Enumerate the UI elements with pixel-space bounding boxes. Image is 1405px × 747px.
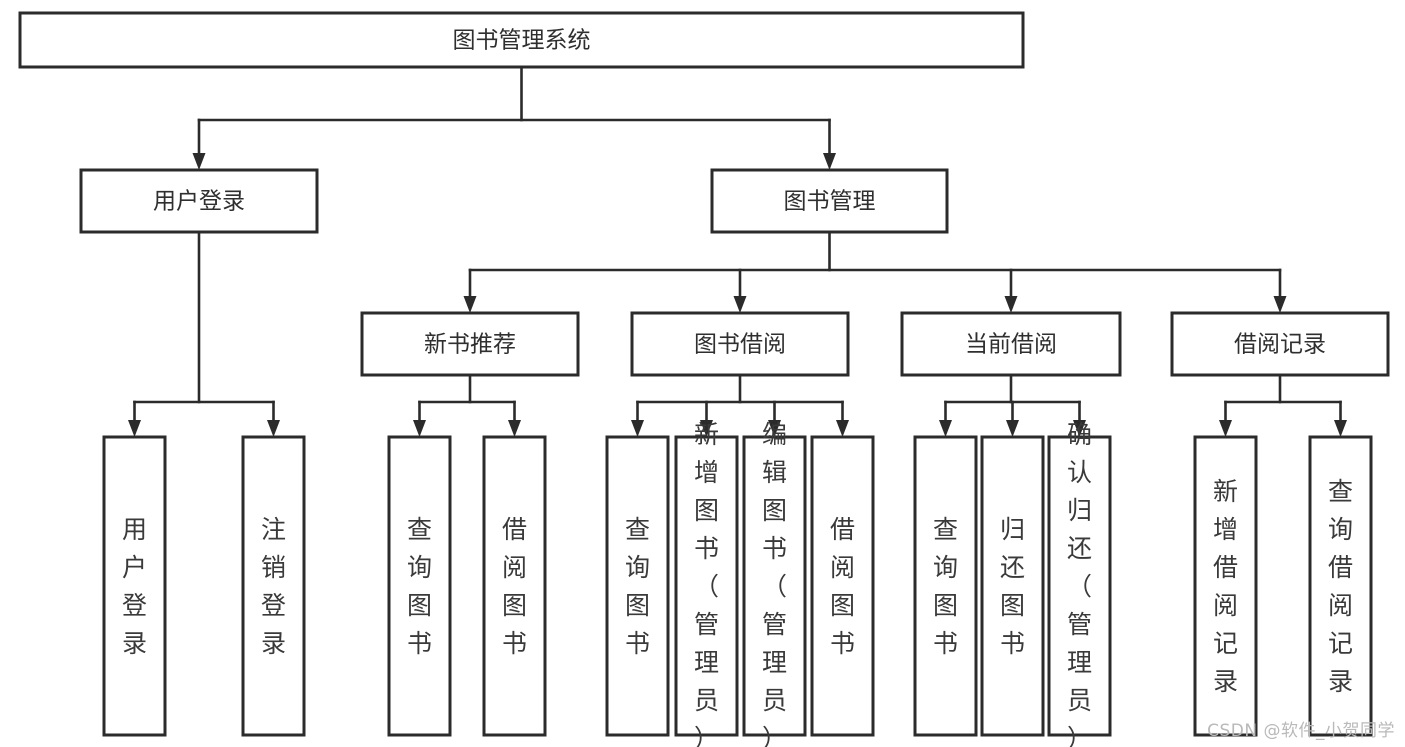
arrow-head-icon: [267, 420, 280, 437]
arrow-head-icon: [700, 420, 713, 437]
node-box: [900, 311, 1122, 377]
arrow-head-icon: [1004, 296, 1018, 313]
node-book-management[interactable]: 图书管理: [710, 168, 949, 234]
arrow-head-icon: [823, 153, 836, 170]
node-label: 当前借阅: [965, 332, 1057, 358]
node-label: 查询借阅记录: [1328, 477, 1353, 696]
node-borrow-record[interactable]: 借阅记录: [1170, 311, 1390, 377]
arrow-head-icon: [1334, 420, 1347, 437]
arrow-head-icon: [508, 420, 521, 437]
node-leaf-borrow-book-1[interactable]: 借阅图书: [482, 435, 547, 737]
node-box: [18, 11, 1025, 69]
node-box: [360, 311, 580, 377]
node-label: 查询图书: [625, 515, 650, 658]
arrow-head-icon: [128, 420, 141, 437]
connector-layer: [128, 65, 1347, 437]
node-label: 借阅图书: [830, 515, 855, 658]
node-box: [630, 311, 850, 377]
node-current-borrow[interactable]: 当前借阅: [900, 311, 1122, 377]
node-box: [980, 435, 1045, 737]
node-label: 图书管理: [784, 189, 876, 215]
node-box: [102, 435, 167, 737]
node-label: 图书管理系统: [453, 28, 591, 54]
node-leaf-query-book-2[interactable]: 查询图书: [605, 435, 670, 737]
node-leaf-query-book-3[interactable]: 查询图书: [913, 435, 978, 737]
node-box: [913, 435, 978, 737]
arrow-head-icon: [1006, 420, 1019, 437]
node-leaf-borrow-book-2[interactable]: 借阅图书: [810, 435, 875, 737]
node-label: 图书借阅: [694, 332, 786, 358]
node-label: 借阅记录: [1234, 332, 1326, 358]
node-leaf-add-record[interactable]: 新增借阅记录: [1193, 435, 1258, 737]
node-label: 查询图书: [933, 515, 958, 658]
arrow-head-icon: [733, 296, 747, 313]
node-label: 查询图书: [407, 515, 432, 658]
node-leaf-return-book[interactable]: 归还图书: [980, 435, 1045, 737]
arrow-head-icon: [939, 420, 952, 437]
node-label: 确认归还（管理员）: [1067, 420, 1092, 747]
arrow-head-icon: [768, 420, 781, 437]
node-box: [1047, 435, 1112, 737]
node-label: 用户登录: [122, 515, 147, 658]
arrow-head-icon: [192, 153, 206, 170]
node-leaf-query-book-1[interactable]: 查询图书: [387, 435, 452, 737]
node-new-book-recommend[interactable]: 新书推荐: [360, 311, 580, 377]
node-box: [482, 435, 547, 737]
node-box: [742, 435, 807, 737]
node-box: [710, 168, 949, 234]
arrow-head-icon: [413, 420, 426, 437]
node-user-login[interactable]: 用户登录: [79, 168, 319, 234]
arrow-head-icon: [463, 296, 477, 313]
node-box: [1170, 311, 1390, 377]
node-leaf-edit-book[interactable]: 编辑图书（管理员）: [742, 420, 807, 747]
node-leaf-query-record[interactable]: 查询借阅记录: [1308, 435, 1373, 737]
node-label: 注销登录: [261, 515, 286, 658]
arrow-head-icon: [1219, 420, 1232, 437]
node-label: 新增图书（管理员）: [694, 420, 719, 747]
node-label: 归还图书: [1000, 515, 1025, 658]
node-label: 编辑图书（管理员）: [762, 420, 787, 747]
node-box: [387, 435, 452, 737]
node-box: [810, 435, 875, 737]
node-box: [241, 435, 306, 737]
node-root[interactable]: 图书管理系统: [18, 11, 1025, 69]
node-box: [1193, 435, 1258, 737]
node-book-borrow[interactable]: 图书借阅: [630, 311, 850, 377]
node-leaf-user-login[interactable]: 用户登录: [102, 435, 167, 737]
arrow-head-icon: [631, 420, 644, 437]
node-leaf-confirm-return[interactable]: 确认归还（管理员）: [1047, 420, 1112, 747]
node-leaf-add-book[interactable]: 新增图书（管理员）: [674, 420, 739, 747]
arrow-head-icon: [1073, 420, 1086, 437]
node-label: 用户登录: [153, 189, 245, 215]
node-box: [1308, 435, 1373, 737]
node-box: [605, 435, 670, 737]
arrow-head-icon: [836, 420, 849, 437]
node-label: 新书推荐: [424, 332, 516, 358]
node-box: [674, 435, 739, 737]
node-label: 新增借阅记录: [1213, 477, 1238, 696]
node-box: [79, 168, 319, 234]
arrow-head-icon: [1273, 296, 1287, 313]
node-label: 借阅图书: [502, 515, 527, 658]
node-layer: 图书管理系统用户登录图书管理新书推荐图书借阅当前借阅借阅记录用户登录注销登录查询…: [18, 11, 1390, 747]
node-leaf-logout[interactable]: 注销登录: [241, 435, 306, 737]
watermark-label: CSDN @软件_小贺同学: [1207, 721, 1395, 741]
